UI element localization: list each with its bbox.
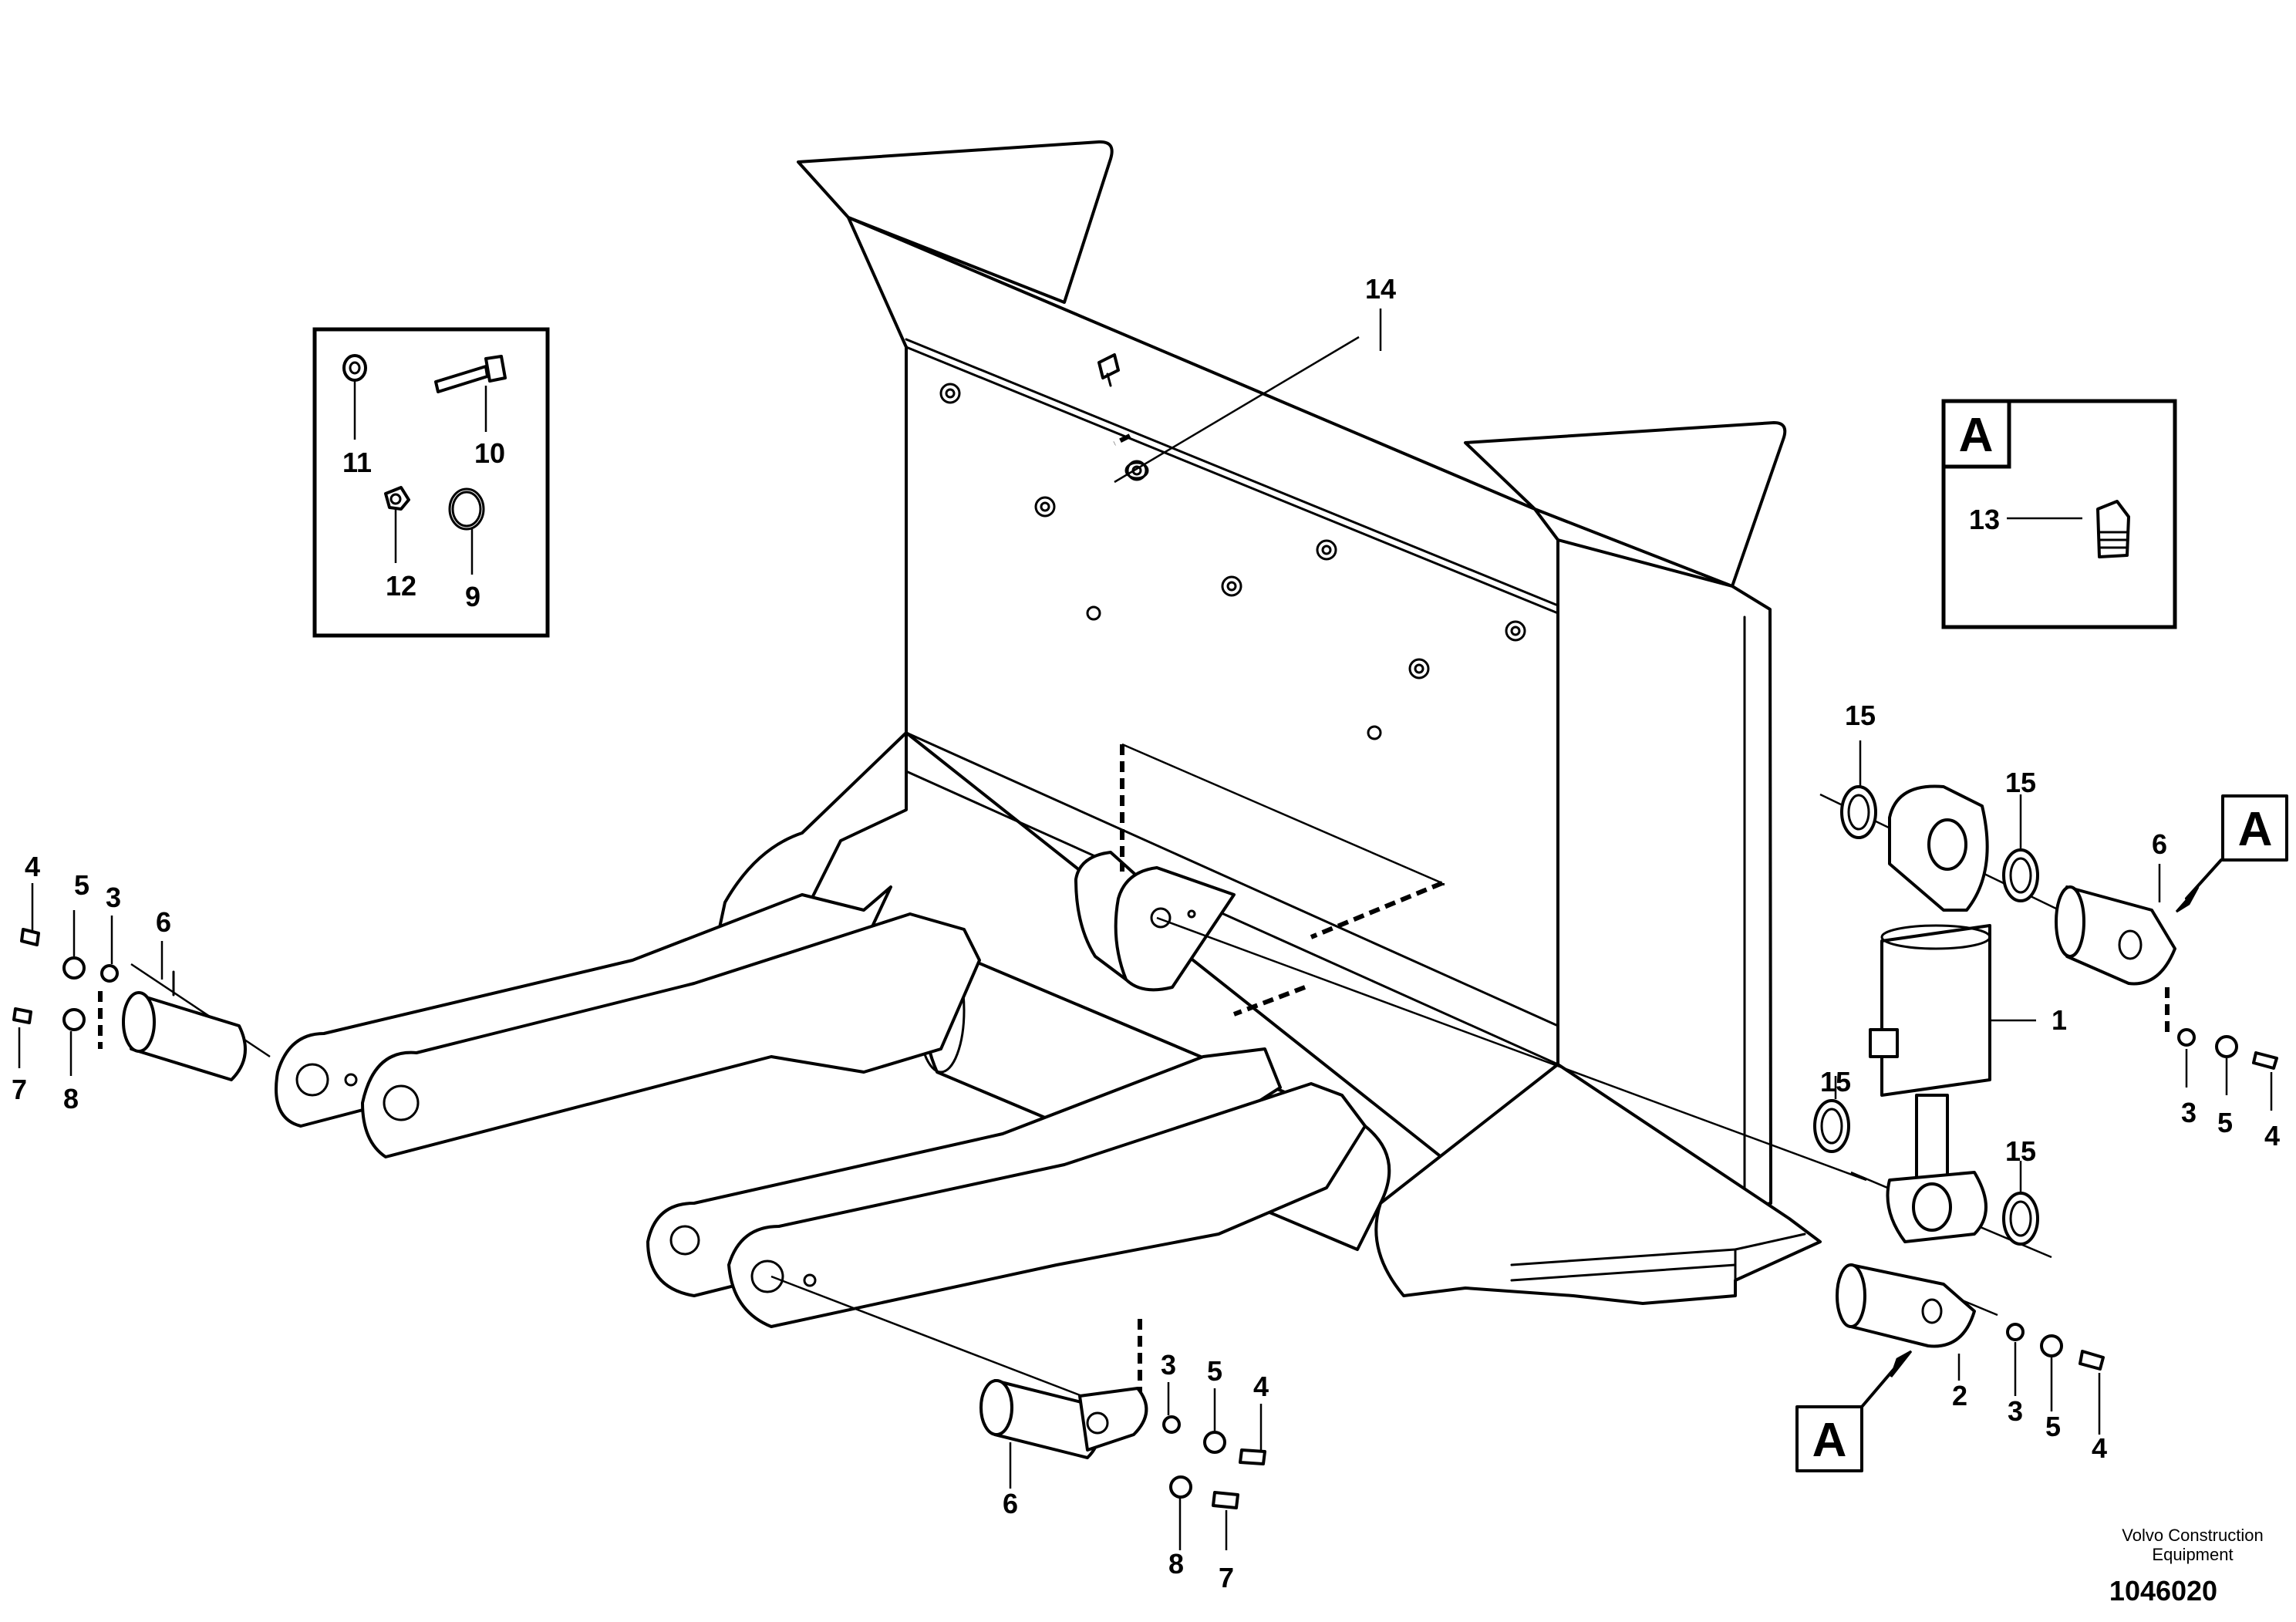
callout-15-a: 15: [1845, 700, 1876, 731]
callout-5-right: 5: [2217, 1107, 2233, 1138]
callout-9: 9: [465, 581, 480, 612]
lower-arm-pair: [646, 1047, 1367, 1328]
callout-7-left: 7: [12, 1074, 27, 1105]
callout-14: 14: [1365, 273, 1396, 305]
right-upper-pin-group: [2055, 885, 2278, 1070]
callout-7-bottom: 7: [1219, 1562, 1234, 1593]
callout-15-d: 15: [2005, 1135, 2036, 1167]
callout-2: 2: [1952, 1380, 1967, 1411]
callout-3-lower-right: 3: [2008, 1395, 2023, 1427]
detail-inset-box: [1941, 399, 2177, 629]
callout-3-right: 3: [2181, 1097, 2197, 1128]
bottom-pin-group: [979, 1379, 1266, 1509]
callout-4-bottom: 4: [1253, 1371, 1269, 1402]
company-name-line1: Volvo Construction: [2122, 1526, 2263, 1545]
callout-3-left: 3: [106, 882, 121, 913]
frame-assembly: [712, 140, 1787, 1251]
callout-12: 12: [386, 570, 416, 602]
center-lugs: [1074, 851, 1236, 992]
callout-4-right: 4: [2264, 1120, 2280, 1152]
callout-8-bottom: 8: [1168, 1548, 1184, 1580]
callout-4-left: 4: [25, 851, 40, 882]
right-lower-pin-group: [1836, 1263, 2105, 1371]
callout-6-right: 6: [2152, 828, 2167, 860]
callout-6-left: 6: [156, 906, 171, 938]
detail-label-inset: A: [1959, 409, 1994, 462]
upper-arm-pair: [275, 885, 981, 1158]
company-name-line2: Equipment: [2152, 1545, 2233, 1564]
bolt-14: [1097, 353, 1149, 480]
left-pin-group: [12, 928, 247, 1081]
callout-8-left: 8: [63, 1083, 79, 1114]
leader-lines: [18, 309, 2273, 1550]
callout-5-left: 5: [74, 869, 89, 901]
hydraulic-cylinder: [1813, 784, 2039, 1246]
callout-5-bottom: 5: [1207, 1355, 1222, 1387]
frame-foot: [1374, 1063, 1822, 1305]
detail-flag-bottom: [1795, 1350, 1913, 1472]
detail-flag-right: [2175, 794, 2288, 913]
callout-13: 13: [1969, 504, 2000, 535]
callout-3-bottom: 3: [1161, 1349, 1176, 1381]
callout-1: 1: [2052, 1004, 2067, 1036]
drawing-number: 1046020: [2109, 1575, 2217, 1607]
detail-label-right: A: [2238, 803, 2273, 856]
detail-label-bottom: A: [1812, 1414, 1847, 1467]
hardware-inset-box: [312, 327, 550, 638]
callout-6-bottom: 6: [1003, 1488, 1018, 1519]
callout-5-lower-right: 5: [2045, 1411, 2061, 1442]
callout-15-b: 15: [2005, 767, 2036, 798]
callouts: 14 11 10 12 9 13 15 15 6 1 15 15 3 5 4 2…: [12, 273, 2280, 1593]
callout-4-lower-right: 4: [2092, 1432, 2107, 1464]
callout-15-c: 15: [1820, 1066, 1851, 1098]
callout-11: 11: [342, 447, 372, 478]
callout-10: 10: [474, 437, 505, 469]
